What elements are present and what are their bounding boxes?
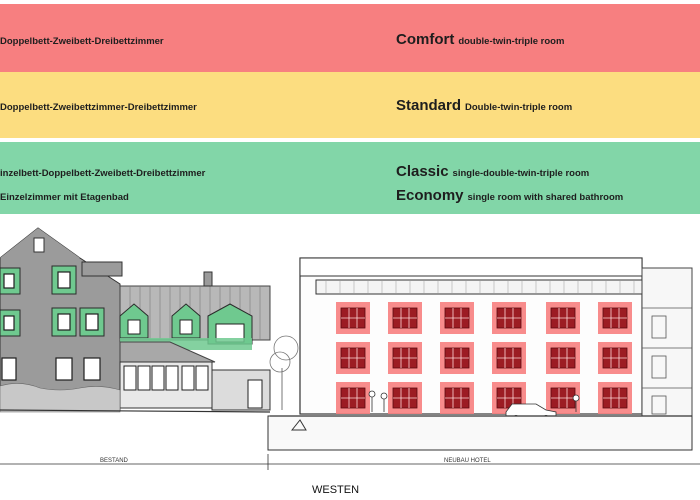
comfort-room-window bbox=[546, 342, 580, 374]
standard-desc: Double-twin-triple room bbox=[465, 102, 573, 113]
comfort-room-window bbox=[336, 342, 370, 374]
classic-title: Classic bbox=[396, 163, 449, 180]
neubau-hotel-label: NEUBAU HOTEL bbox=[444, 458, 491, 464]
orientation-label: WESTEN bbox=[312, 484, 359, 496]
standard-band: Doppelbett-Zweibettzimmer-Dreibettzimmer… bbox=[0, 72, 700, 138]
classic-desc: single-double-twin-triple room bbox=[452, 168, 590, 179]
comfort-room-window bbox=[492, 342, 526, 374]
new-hotel-building bbox=[267, 257, 693, 451]
standard-german-label: Doppelbett-Zweibettzimmer-Dreibettzimmer bbox=[0, 102, 197, 113]
economy-german-label: Einzelzimmer mit Etagenbad bbox=[0, 192, 129, 203]
classic-economy-band: inzelbett-Doppelbett-Zweibett-Dreibettzi… bbox=[0, 142, 700, 214]
comfort-desc: double-twin-triple room bbox=[458, 36, 565, 47]
comfort-room-window bbox=[492, 302, 526, 334]
comfort-room-window bbox=[440, 342, 474, 374]
comfort-room-window bbox=[598, 302, 632, 334]
bestand-label: BESTAND bbox=[100, 458, 129, 464]
comfort-room-window bbox=[440, 382, 474, 414]
comfort-title: Comfort bbox=[396, 31, 455, 48]
comfort-room-window bbox=[598, 382, 632, 414]
comfort-room-window bbox=[388, 342, 422, 374]
comfort-room-window bbox=[546, 302, 580, 334]
comfort-band: Doppelbett-Zweibett-Dreibettzimmer Comfo… bbox=[0, 4, 700, 72]
economy-desc: single room with shared bathroom bbox=[467, 192, 624, 203]
standard-title: Standard bbox=[396, 97, 462, 114]
old-building bbox=[0, 227, 299, 413]
west-elevation-drawing: BESTAND NEUBAU HOTEL WESTEN bbox=[0, 227, 700, 496]
comfort-room-window bbox=[388, 382, 422, 414]
comfort-room-window bbox=[598, 342, 632, 374]
classic-german-label: inzelbett-Doppelbett-Zweibett-Dreibettzi… bbox=[0, 168, 206, 179]
comfort-room-window bbox=[388, 302, 422, 334]
economy-title: Economy bbox=[396, 187, 464, 204]
comfort-room-windows bbox=[336, 302, 632, 414]
comfort-room-window bbox=[336, 302, 370, 334]
comfort-german-label: Doppelbett-Zweibett-Dreibettzimmer bbox=[0, 36, 164, 47]
comfort-room-window bbox=[336, 382, 370, 414]
attic-window bbox=[33, 237, 45, 253]
comfort-room-window bbox=[440, 302, 474, 334]
